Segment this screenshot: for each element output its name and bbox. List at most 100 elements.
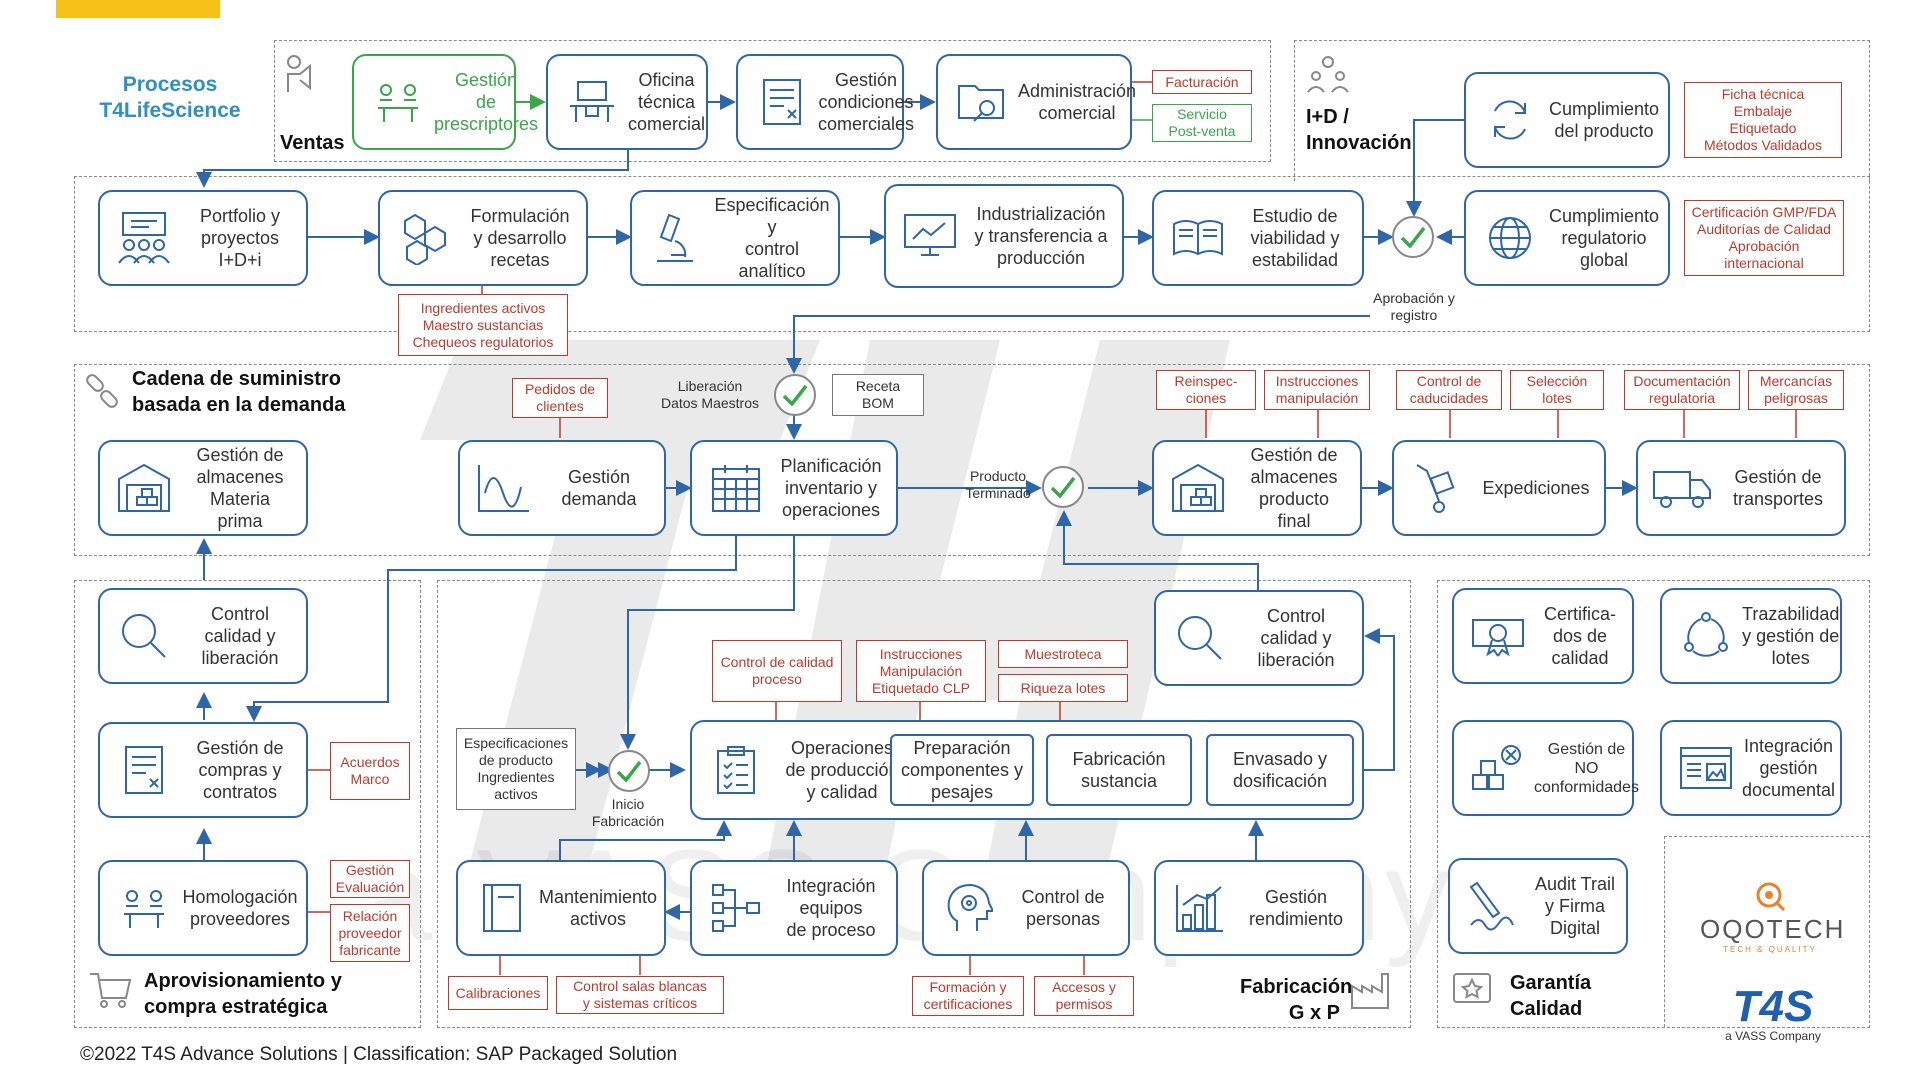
box-integracion-documental[interactable]: Integración gestión documental xyxy=(1660,720,1842,816)
note-relacion-proveedor: Relación proveedor fabricante xyxy=(330,904,410,962)
caption-producto-terminado: Producto Terminado xyxy=(965,468,1031,501)
vass-caption: a VASS Company xyxy=(1725,1029,1821,1043)
box-expediciones[interactable]: Expediciones xyxy=(1392,440,1606,536)
box-certificados[interactable]: Certifica- dos de calidad xyxy=(1452,588,1634,684)
box-label: Gestión de almacenes producto final xyxy=(1250,445,1338,531)
calendar-icon xyxy=(706,458,766,518)
note-accesos: Accesos y permisos xyxy=(1034,976,1134,1016)
section-aprov: Aprovisionamiento y compra estratégica xyxy=(144,970,342,1018)
box-audit-trail[interactable]: Audit Trail y Firma Digital xyxy=(1448,858,1628,954)
region-garantia xyxy=(1437,580,1870,1028)
box-gestion-prescriptores[interactable]: Gestión de prescriptores xyxy=(352,54,538,150)
head-gear-icon xyxy=(938,878,998,938)
bar-chart-icon xyxy=(1170,878,1230,938)
region-fabricacion xyxy=(437,580,1411,1028)
box-label: Mantenimiento activos xyxy=(538,887,658,929)
box-label: Control calidad y liberación xyxy=(201,604,279,668)
caption-aprobacion: Aprobación y registro xyxy=(1373,290,1455,323)
box-control-personas[interactable]: Control de personas xyxy=(922,860,1130,956)
box-industrializacion[interactable]: Industrialización y transferencia a prod… xyxy=(884,184,1124,288)
box-cumplimiento-regulatorio[interactable]: Cumplimiento regulatorio global xyxy=(1464,190,1670,286)
box-gestion-demanda[interactable]: Gestión demanda xyxy=(458,440,666,536)
box-planificacion[interactable]: Planificación inventario y operaciones xyxy=(690,440,898,536)
section-id: I+D / Innovación xyxy=(1306,106,1412,154)
oqotech-name: OQOTECH xyxy=(1700,914,1846,944)
box-label: Trazabilidad y gestión de lotes xyxy=(1742,604,1840,668)
box-label: Control de personas xyxy=(1021,887,1105,929)
monitor-chart-icon xyxy=(900,206,960,266)
manual-icon xyxy=(472,878,532,938)
megaphone-icon xyxy=(287,55,311,92)
page-title: Procesos T4LifeScience xyxy=(99,73,241,122)
note-gestion-evaluacion: Gestión Evaluación xyxy=(330,860,410,898)
caption-liberacion: Liberación Datos Maestros xyxy=(660,378,760,411)
note-facturacion: Facturación xyxy=(1152,70,1252,94)
note-pedidos: Pedidos de clientes xyxy=(512,378,608,418)
box-gestion-condiciones[interactable]: Gestión condiciones comerciales xyxy=(736,54,914,150)
boxes-error-icon xyxy=(1468,738,1528,798)
doc-especificaciones: Especificaciones de producto Ingrediente… xyxy=(456,728,576,810)
box-estudio-viabilidad[interactable]: Estudio de viabilidad y estabilidad xyxy=(1152,190,1364,286)
note-formacion: Formación y certificaciones xyxy=(912,976,1024,1016)
box-trazabilidad[interactable]: Trazabilidad y gestión de lotes xyxy=(1660,588,1842,684)
note-certificacion-gmp: Certificación GMP/FDA Auditorías de Cali… xyxy=(1684,200,1844,276)
box-label: Control calidad y liberación xyxy=(1257,606,1335,670)
note-seleccion-lotes: Selección lotes xyxy=(1510,370,1604,410)
oqotech-logo-icon xyxy=(1756,882,1786,912)
box-control-calidad-fab[interactable]: Control calidad y liberación xyxy=(1154,590,1364,686)
box-label: Operaciones de producción y calidad xyxy=(785,738,899,802)
box-label: Industrialización y transferencia a prod… xyxy=(974,204,1108,268)
box-transportes[interactable]: Gestión de transportes xyxy=(1636,440,1846,536)
region-logos xyxy=(1664,836,1869,1027)
note-reinspecciones: Reinspec- ciones xyxy=(1156,370,1256,410)
open-book-icon xyxy=(1168,208,1228,268)
box-gestion-rendimiento[interactable]: Gestión rendimiento xyxy=(1154,860,1364,956)
wave-chart-icon xyxy=(474,458,534,518)
start-production-check-icon xyxy=(608,750,650,792)
box-almacenes-pf[interactable]: Gestión de almacenes producto final xyxy=(1152,440,1362,536)
box-administracion-comercial[interactable]: Administración comercial xyxy=(936,54,1136,150)
box-compras[interactable]: Gestión de compras y contratos xyxy=(98,722,308,818)
sync-icon xyxy=(1480,90,1540,150)
certificate-icon xyxy=(1468,606,1528,666)
box-no-conformidades[interactable]: Gestión de NO conformidades xyxy=(1452,720,1639,816)
meeting-icon xyxy=(368,72,428,132)
truck-icon xyxy=(1652,458,1712,518)
box-integracion-equipos[interactable]: Integración equipos de proceso xyxy=(690,860,898,956)
box-control-calidad-aprov[interactable]: Control calidad y liberación xyxy=(98,588,308,684)
box-label: Certifica- dos de calidad xyxy=(1543,604,1616,668)
footer-classification: Classification: SAP Packaged Solution xyxy=(353,1044,678,1065)
region-aprov xyxy=(74,580,421,1028)
box-label: Especificación y control analítico xyxy=(714,195,830,281)
globe-icon xyxy=(1480,208,1540,268)
sub-preparacion[interactable]: Preparación componentes y pesajes xyxy=(890,734,1034,806)
warehouse-icon xyxy=(114,458,174,518)
box-label: Gestión rendimiento xyxy=(1248,887,1344,929)
box-label: Integración equipos de proceso xyxy=(786,876,876,940)
box-cumplimiento-producto[interactable]: Cumplimiento del producto xyxy=(1464,72,1670,168)
note-control-calidad-proceso: Control de calidad proceso xyxy=(712,640,842,702)
presentation-team-icon xyxy=(114,208,174,268)
box-especificacion[interactable]: Especificación y control analítico xyxy=(630,190,840,286)
section-supply: Cadena de suministro basada en la demand… xyxy=(132,368,346,416)
box-label: Portfolio y proyectos I+D+i xyxy=(199,206,281,270)
sub-envasado[interactable]: Envasado y dosificación xyxy=(1206,734,1354,806)
microscope-icon xyxy=(646,208,706,268)
box-homologacion[interactable]: Homologación proveedores xyxy=(98,860,308,956)
box-label: Audit Trail y Firma Digital xyxy=(1534,874,1616,938)
box-label: Gestión demanda xyxy=(561,467,637,509)
region-ventas xyxy=(274,40,1271,162)
box-mantenimiento[interactable]: Mantenimiento activos xyxy=(456,860,666,956)
box-label: Gestión de NO conformidades xyxy=(1534,740,1639,796)
box-label: Gestión de almacenes Materia prima xyxy=(196,445,284,531)
sub-fabricacion-sustancia[interactable]: Fabricación sustancia xyxy=(1046,734,1192,806)
box-almacenes-mp[interactable]: Gestión de almacenes Materia prima xyxy=(98,440,308,536)
box-portfolio[interactable]: Portfolio y proyectos I+D+i xyxy=(98,190,308,286)
factory-icon xyxy=(1351,973,1389,1009)
box-formulacion[interactable]: Formulación y desarrollo recetas xyxy=(378,190,588,286)
browser-image-icon xyxy=(1676,738,1736,798)
box-label: Cumplimiento regulatorio global xyxy=(1548,206,1660,270)
doc-receta-bom: Receta BOM xyxy=(832,374,924,416)
box-oficina-tecnica[interactable]: Oficina técnica comercial xyxy=(546,54,708,150)
